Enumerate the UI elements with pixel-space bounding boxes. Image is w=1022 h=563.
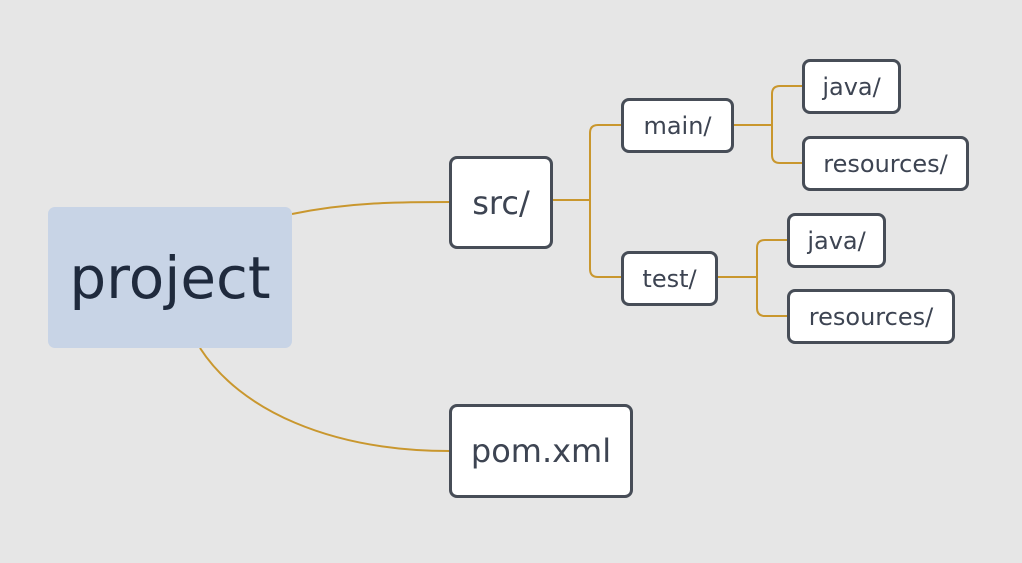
connector-project-pom — [199, 347, 451, 452]
node-src[interactable]: src/ — [449, 156, 553, 249]
node-test-java[interactable]: java/ — [787, 213, 886, 268]
node-test-resources[interactable]: resources/ — [787, 289, 955, 344]
connector-test-resources — [756, 277, 787, 317]
node-main-java[interactable]: java/ — [802, 59, 901, 114]
node-test-resources-label: resources/ — [808, 302, 934, 331]
root-node-project[interactable]: project — [48, 207, 292, 348]
connector-test-java — [756, 239, 787, 277]
connector-main-resources — [771, 125, 802, 164]
root-node-label: project — [69, 243, 271, 312]
connector-project-src — [291, 201, 451, 215]
connector-src-test — [589, 200, 621, 278]
node-test-java-label: java/ — [807, 226, 866, 255]
connector-src-main — [589, 124, 621, 200]
node-pom-xml[interactable]: pom.xml — [449, 404, 633, 498]
node-test[interactable]: test/ — [621, 251, 718, 306]
node-test-label: test/ — [642, 264, 697, 293]
node-main-resources[interactable]: resources/ — [802, 136, 969, 191]
node-main-java-label: java/ — [822, 72, 881, 101]
node-main[interactable]: main/ — [621, 98, 734, 153]
node-src-label: src/ — [472, 183, 530, 222]
node-main-resources-label: resources/ — [823, 149, 948, 178]
node-main-label: main/ — [643, 111, 712, 140]
node-pom-xml-label: pom.xml — [470, 432, 612, 470]
connector-main-java — [771, 85, 802, 125]
